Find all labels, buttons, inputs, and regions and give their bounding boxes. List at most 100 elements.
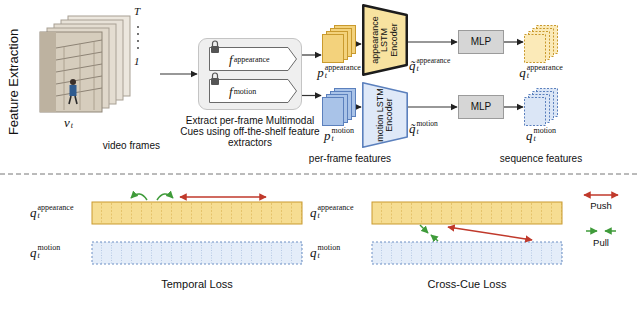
text-label: Temporal Loss xyxy=(161,278,233,291)
math-label: vt xyxy=(64,114,73,130)
math-label: qappearancet xyxy=(310,204,353,220)
superscript: motion xyxy=(38,244,61,252)
subscript: t xyxy=(38,252,61,260)
flow-arrow xyxy=(504,41,523,42)
encoder-outline xyxy=(363,83,407,147)
subscript: t xyxy=(318,212,354,220)
script-stack: t xyxy=(71,114,73,130)
stack-shape xyxy=(322,25,356,63)
feature-card xyxy=(323,98,344,126)
math-base: f xyxy=(229,85,233,98)
superscript: motion xyxy=(417,120,438,128)
push-arrow xyxy=(448,227,532,240)
stack-shape xyxy=(524,88,558,126)
superscript: appearance xyxy=(318,204,354,212)
flow-arrow xyxy=(408,41,457,42)
appearance-bar xyxy=(372,202,562,224)
feature-stack: qappearancet xyxy=(524,25,558,63)
node-label: video frames xyxy=(103,140,160,152)
text-label: per-frame features xyxy=(309,153,391,165)
flow-arrow xyxy=(504,106,523,107)
feature-stack: pappearancet xyxy=(322,25,356,63)
lock-body xyxy=(211,46,219,53)
text-label: T xyxy=(134,5,140,18)
pull-arrow xyxy=(157,194,173,200)
push-arrow xyxy=(180,196,266,198)
superscript: motion xyxy=(234,87,257,95)
flow-arrow xyxy=(356,106,361,107)
mlp-box: MLP xyxy=(458,30,504,54)
subscript: t xyxy=(527,72,563,80)
dot xyxy=(137,40,139,42)
legend-text: Push xyxy=(590,201,612,212)
appearance-bar xyxy=(92,202,302,224)
frame-wall xyxy=(40,32,56,112)
math-label: qappearancet xyxy=(30,204,73,220)
dot xyxy=(137,33,139,35)
script-stack: appearance xyxy=(234,55,270,63)
legend-pull-sample xyxy=(605,230,616,232)
flow-arrow xyxy=(408,106,457,107)
math-label: qmotiont xyxy=(526,127,556,143)
dot xyxy=(137,47,139,49)
section-separator xyxy=(0,174,640,175)
encoder-label: motion LSTM Encoder xyxy=(376,88,395,142)
superscript: motion xyxy=(318,244,341,252)
math-label: fappearance xyxy=(229,53,270,66)
video-frame-stack xyxy=(40,16,139,112)
feature-extractor-box: Extract per-frame Multimodal Cues using … xyxy=(198,38,302,110)
subscript: t xyxy=(417,128,438,136)
stack-shape xyxy=(524,25,558,63)
mlp-label: MLP xyxy=(471,102,492,112)
script-stack: motion xyxy=(234,87,257,95)
script-stack: motiont xyxy=(318,244,341,260)
superscript: appearance xyxy=(38,204,74,212)
extractor-caption: Extract per-frame Multimodal Cues using … xyxy=(179,115,321,148)
encoder-outline xyxy=(363,5,407,75)
legend-pull-sample xyxy=(586,230,597,232)
math-base: q xyxy=(30,246,37,259)
lock-shackle xyxy=(213,41,218,46)
lstm-encoder: appearance LSTM Encoder xyxy=(362,4,408,76)
math-label: q̃appearancet xyxy=(409,57,450,73)
math-base: q̃ xyxy=(409,59,416,72)
lstm-encoder: motion LSTM Encoder xyxy=(362,82,408,148)
dot xyxy=(137,26,139,28)
arrow-outline xyxy=(210,80,297,103)
feature-card xyxy=(525,98,546,126)
bar-segments xyxy=(372,202,562,224)
bar-segments xyxy=(372,242,562,264)
superscript: appearance xyxy=(234,55,270,63)
mlp-label: MLP xyxy=(471,37,492,47)
encoder-label: appearance LSTM Encoder xyxy=(371,10,399,70)
text-label: sequence features xyxy=(500,153,582,165)
script-stack: motiont xyxy=(331,127,354,143)
subscript: t xyxy=(71,122,73,130)
math-label: pappearancet xyxy=(317,64,360,80)
stair-posts xyxy=(64,41,94,110)
feature-stack: qmotiont xyxy=(524,88,558,126)
text-label: 1 xyxy=(134,55,140,68)
script-stack: appearancet xyxy=(417,57,451,73)
script-stack: motiont xyxy=(533,127,556,143)
motion-bar xyxy=(92,242,302,264)
math-label: q̃motiont xyxy=(409,120,438,136)
superscript: motion xyxy=(533,127,556,135)
superscript: appearance xyxy=(325,64,361,72)
script-stack: appearancet xyxy=(527,64,563,80)
feature-card xyxy=(525,35,546,63)
superscript: motion xyxy=(331,127,354,135)
math-label: qappearancet xyxy=(519,64,562,80)
pull-arrow xyxy=(431,235,438,241)
script-gap xyxy=(71,114,73,122)
bar-segments xyxy=(92,242,302,264)
subscript: t xyxy=(331,135,354,143)
script-stack: appearancet xyxy=(318,204,354,220)
subscript: t xyxy=(533,135,556,143)
extractor-arrow: fmotion xyxy=(209,79,297,103)
math-base: q xyxy=(526,129,533,142)
mlp-box: MLP xyxy=(458,95,504,119)
flow-arrow xyxy=(356,43,361,44)
feature-stack: pmotiont xyxy=(322,88,356,126)
